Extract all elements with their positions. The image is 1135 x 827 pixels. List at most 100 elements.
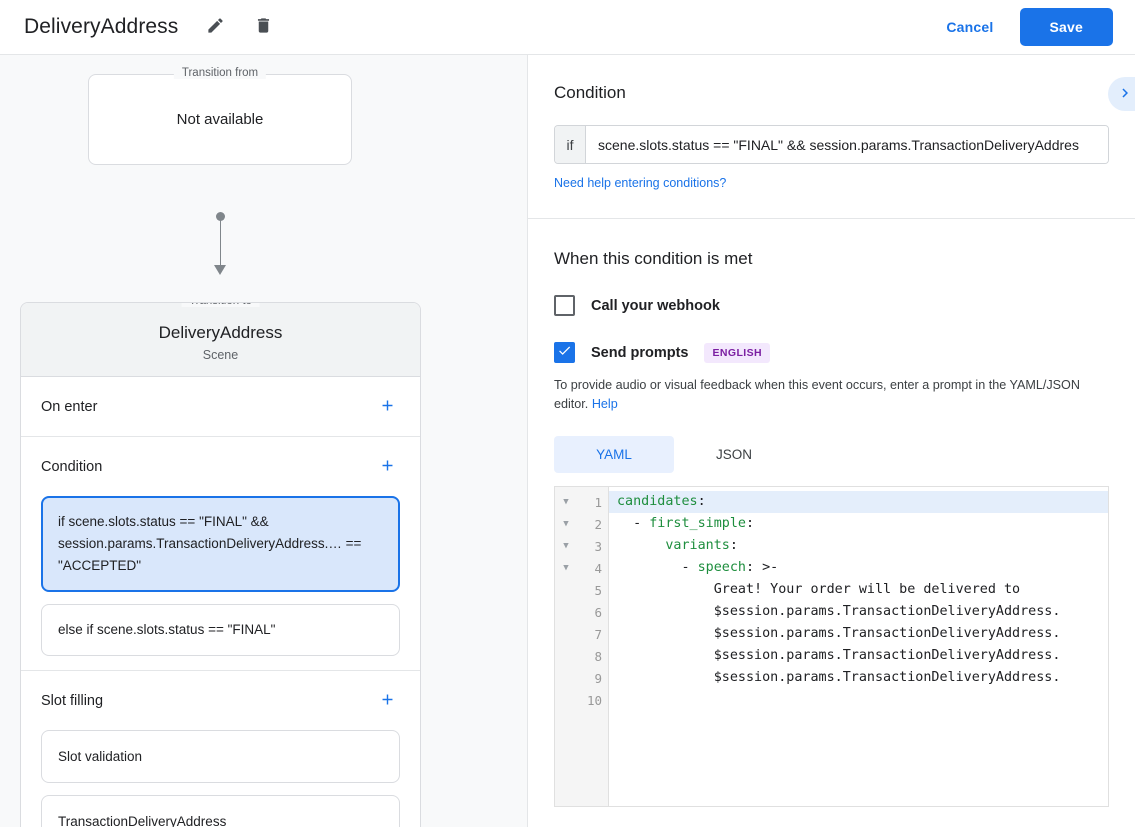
editor-line-number: 9	[555, 667, 608, 689]
editor-code-line[interactable]: $session.params.TransactionDeliveryAddre…	[617, 604, 1061, 619]
prompt-hint-body: To provide audio or visual feedback when…	[554, 378, 1080, 411]
section-title-condition: Condition	[41, 459, 103, 475]
list-item[interactable]: if scene.slots.status == "FINAL" && sess…	[41, 496, 400, 592]
top-app-bar: DeliveryAddress Cancel Save	[0, 0, 1135, 55]
editor-code-line[interactable]	[609, 689, 1108, 711]
editor-code-line[interactable]: $session.params.TransactionDeliveryAddre…	[617, 626, 1061, 641]
details-panel: Condition if Need help entering conditio…	[528, 55, 1135, 827]
editor-line-number: ▼1	[555, 491, 608, 513]
add-on-enter-button[interactable]	[374, 394, 400, 420]
line-number: 9	[594, 670, 602, 686]
editor-line-number: ▼2	[555, 513, 608, 535]
editor-line-number: 10	[555, 689, 608, 711]
connector-arrow-icon	[214, 265, 226, 275]
scene-graph-panel: Transition from Not available Transition…	[0, 55, 528, 827]
line-number: 3	[594, 538, 602, 554]
checkmark-icon	[557, 343, 572, 363]
fold-arrow-icon[interactable]: ▼	[563, 497, 569, 507]
scene-name: DeliveryAddress	[158, 323, 283, 342]
section-slot-filling: Slot filling Slot validation Transaction…	[21, 671, 420, 827]
expand-panel-button[interactable]	[1108, 77, 1135, 111]
section-on-enter: On enter	[21, 377, 420, 437]
language-badge: ENGLISH	[704, 342, 770, 363]
condition-help-link[interactable]: Need help entering conditions?	[554, 176, 727, 190]
editor-code-line[interactable]: candidates:	[609, 491, 1108, 513]
save-button[interactable]: Save	[1019, 8, 1113, 46]
line-number: 8	[594, 648, 602, 664]
line-number: 1	[594, 494, 602, 510]
condition-input-row: if	[554, 125, 1109, 164]
if-label: if	[555, 126, 586, 163]
chevron-right-icon	[1116, 84, 1134, 105]
when-met-heading: When this condition is met	[554, 249, 753, 268]
editor-format-tabs: YAML JSON	[554, 436, 1109, 473]
call-webhook-label: Call your webhook	[591, 297, 720, 314]
section-header-condition[interactable]: Condition	[21, 437, 420, 496]
tab-json[interactable]: JSON	[674, 436, 794, 473]
main-content: Transition from Not available Transition…	[0, 55, 1135, 827]
line-number: 7	[594, 626, 602, 642]
plus-icon	[379, 691, 396, 711]
section-condition: Condition if scene.slots.status == "FINA…	[21, 437, 420, 671]
line-number: 6	[594, 604, 602, 620]
scene-type: Scene	[202, 348, 239, 362]
editor-line-number: 6	[555, 601, 608, 623]
condition-input[interactable]	[586, 126, 1108, 163]
fold-arrow-icon[interactable]: ▼	[563, 563, 569, 573]
connector-line	[219, 216, 221, 268]
editor-code-line[interactable]: Great! Your order will be delivered to	[617, 582, 1021, 597]
line-number: 4	[594, 560, 602, 576]
transition-from-legend: Transition from	[173, 67, 267, 79]
condition-block: Condition if Need help entering conditio…	[528, 55, 1135, 219]
editor-code-line[interactable]: $session.params.TransactionDeliveryAddre…	[617, 670, 1061, 685]
editor-line-number: 8	[555, 645, 608, 667]
send-prompts-label: Send prompts	[591, 344, 689, 361]
editor-code-line[interactable]: $session.params.TransactionDeliveryAddre…	[617, 648, 1061, 663]
scene-header: DeliveryAddress Scene	[21, 303, 420, 377]
line-number: 2	[594, 516, 602, 532]
prompt-hint-text: To provide audio or visual feedback when…	[554, 376, 1109, 414]
webhook-row: Call your webhook	[554, 295, 1109, 316]
editor-code-line[interactable]: - first_simple:	[617, 516, 755, 531]
editor-line-number: 5	[555, 579, 608, 601]
page-title: DeliveryAddress	[24, 15, 179, 38]
tab-yaml[interactable]: YAML	[554, 436, 674, 473]
send-prompts-checkbox[interactable]	[554, 342, 575, 363]
plus-icon	[379, 457, 396, 477]
add-slot-filling-button[interactable]	[374, 688, 400, 714]
line-number: 5	[594, 582, 602, 598]
list-item[interactable]: TransactionDeliveryAddress	[41, 795, 400, 827]
add-condition-button[interactable]	[374, 454, 400, 480]
transition-to-legend: Transition to	[181, 303, 260, 307]
list-item[interactable]: else if scene.slots.status == "FINAL"	[41, 604, 400, 656]
editor-code-area[interactable]: candidates: - first_simple: variants: - …	[609, 487, 1108, 806]
transition-to-card: Transition to DeliveryAddress Scene On e…	[20, 302, 421, 827]
call-webhook-checkbox[interactable]	[554, 295, 575, 316]
editor-code-line[interactable]: - speech: >-	[617, 560, 779, 575]
pencil-icon	[206, 16, 225, 38]
condition-heading: Condition	[554, 83, 626, 102]
section-title-on-enter: On enter	[41, 399, 98, 415]
line-number: 10	[586, 692, 602, 708]
fold-arrow-icon[interactable]: ▼	[563, 541, 569, 551]
edit-title-button[interactable]	[198, 10, 232, 44]
condition-list: if scene.slots.status == "FINAL" && sess…	[21, 496, 420, 670]
delete-button[interactable]	[246, 10, 280, 44]
trash-icon	[254, 16, 273, 38]
section-header-slot-filling[interactable]: Slot filling	[21, 671, 420, 730]
plus-icon	[379, 397, 396, 417]
fold-arrow-icon[interactable]: ▼	[563, 519, 569, 529]
transition-from-card: Transition from Not available	[88, 67, 352, 165]
slot-filling-list: Slot validation TransactionDeliveryAddre…	[21, 730, 420, 827]
editor-code-line[interactable]: variants:	[665, 538, 738, 553]
when-condition-met-block: When this condition is met Call your web…	[528, 219, 1135, 807]
section-header-on-enter[interactable]: On enter	[21, 377, 420, 436]
prompt-hint-help-link[interactable]: Help	[591, 397, 618, 411]
cancel-button[interactable]: Cancel	[930, 9, 1009, 45]
transition-from-value: Not available	[176, 111, 264, 128]
send-prompts-row: Send prompts ENGLISH	[554, 342, 1109, 363]
list-item[interactable]: Slot validation	[41, 730, 400, 783]
section-title-slot-filling: Slot filling	[41, 693, 104, 709]
